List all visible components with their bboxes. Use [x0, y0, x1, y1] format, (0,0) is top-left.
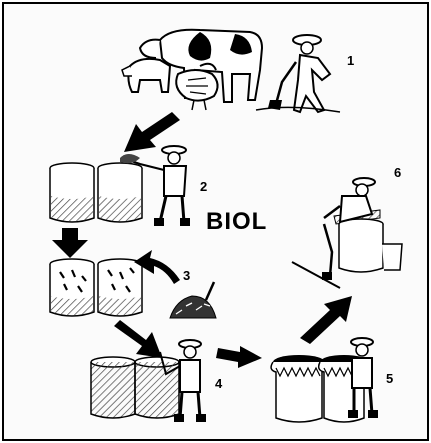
- step-number: 5: [386, 372, 393, 385]
- barrel-illustration: [98, 259, 142, 316]
- filter-barrel-illustration: [292, 210, 402, 288]
- flow-arrow: [52, 228, 88, 258]
- step-number: 1: [347, 54, 354, 67]
- step-number: 3: [183, 269, 190, 282]
- flow-arrow: [216, 346, 262, 368]
- step-number: 4: [215, 377, 222, 390]
- barrel-illustration: [98, 163, 142, 222]
- step-number: 2: [200, 180, 207, 193]
- diagram-title: BIOL: [206, 208, 267, 236]
- barrel-illustration: [50, 163, 94, 222]
- barrel-illustration: [135, 357, 179, 418]
- farmer-shoveling: [256, 35, 340, 112]
- flow-arrow: [114, 320, 162, 358]
- ingredient-pile: [170, 282, 216, 318]
- barrel-illustration: [91, 357, 135, 418]
- barrel-illustration: [50, 259, 94, 316]
- flow-arrow: [300, 296, 352, 344]
- pig-illustration: [122, 59, 170, 92]
- step-number: 6: [394, 166, 401, 179]
